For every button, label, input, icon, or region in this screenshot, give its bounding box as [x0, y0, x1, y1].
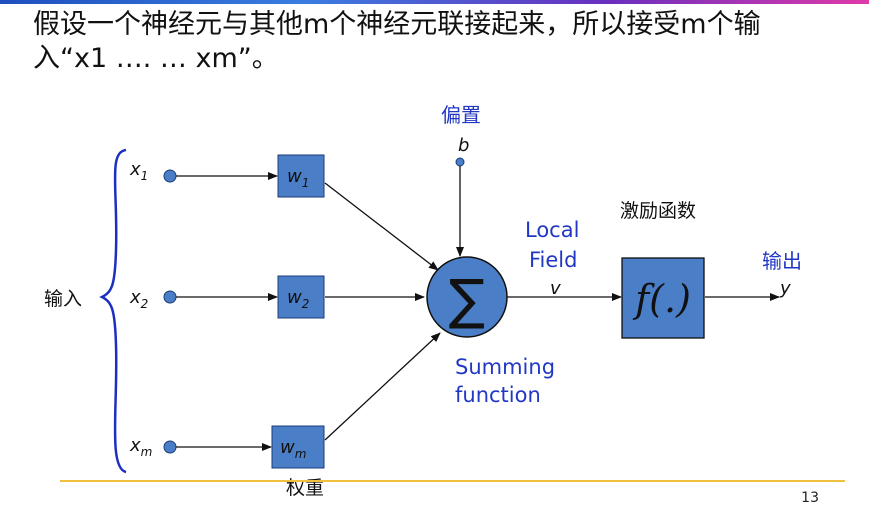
weight-label-1: w1 — [287, 166, 309, 190]
arrow-weightm-sum — [324, 332, 441, 441]
local-field-line-2: Field — [529, 248, 577, 272]
weight-box-1 — [277, 154, 325, 198]
input-brace — [99, 148, 127, 474]
input-label-m: xm — [129, 435, 152, 459]
arrow-weight1-sum — [324, 182, 439, 271]
activation-box — [621, 257, 705, 339]
input-node-1 — [163, 169, 177, 183]
weight-box-m — [271, 425, 325, 469]
title-accent-bar — [0, 0, 869, 4]
heading-line-1: 假设一个神经元与其他m个神经元联接起来，所以接受m个输 — [33, 9, 761, 40]
weight-label-m: wm — [280, 437, 306, 461]
bias-node — [455, 157, 465, 167]
local-field-line-1: Local — [525, 218, 579, 242]
input-group-label: 输入 — [44, 288, 82, 310]
bias-symbol: b — [458, 135, 469, 156]
input-label-1: x1 — [129, 159, 148, 183]
heading-line-2: 入“x1 …. … xm”。 — [33, 43, 279, 74]
input-node-m — [163, 440, 177, 454]
weight-label-2: w2 — [287, 287, 309, 311]
slide-heading: 假设一个神经元与其他m个神经元联接起来，所以接受m个输 入“x1 …. … xm… — [33, 8, 853, 76]
input-node-2 — [163, 290, 177, 304]
activation-label: 激励函数 — [620, 200, 696, 222]
output-label: 输出 — [762, 249, 802, 273]
activation-symbol: f(.) — [632, 277, 691, 321]
weights-label: 权重 — [286, 477, 324, 499]
input-label-2: x2 — [129, 287, 148, 311]
slide-number: 13 — [801, 490, 819, 506]
local-field-symbol: v — [550, 278, 561, 299]
summing-label-line-2: function — [455, 383, 541, 407]
sum-symbol: ∑ — [449, 268, 485, 331]
output-symbol: y — [779, 278, 791, 299]
summing-label-line-1: Summing — [455, 355, 555, 379]
weight-box-2 — [277, 275, 325, 319]
bias-label: 偏置 — [441, 103, 481, 127]
